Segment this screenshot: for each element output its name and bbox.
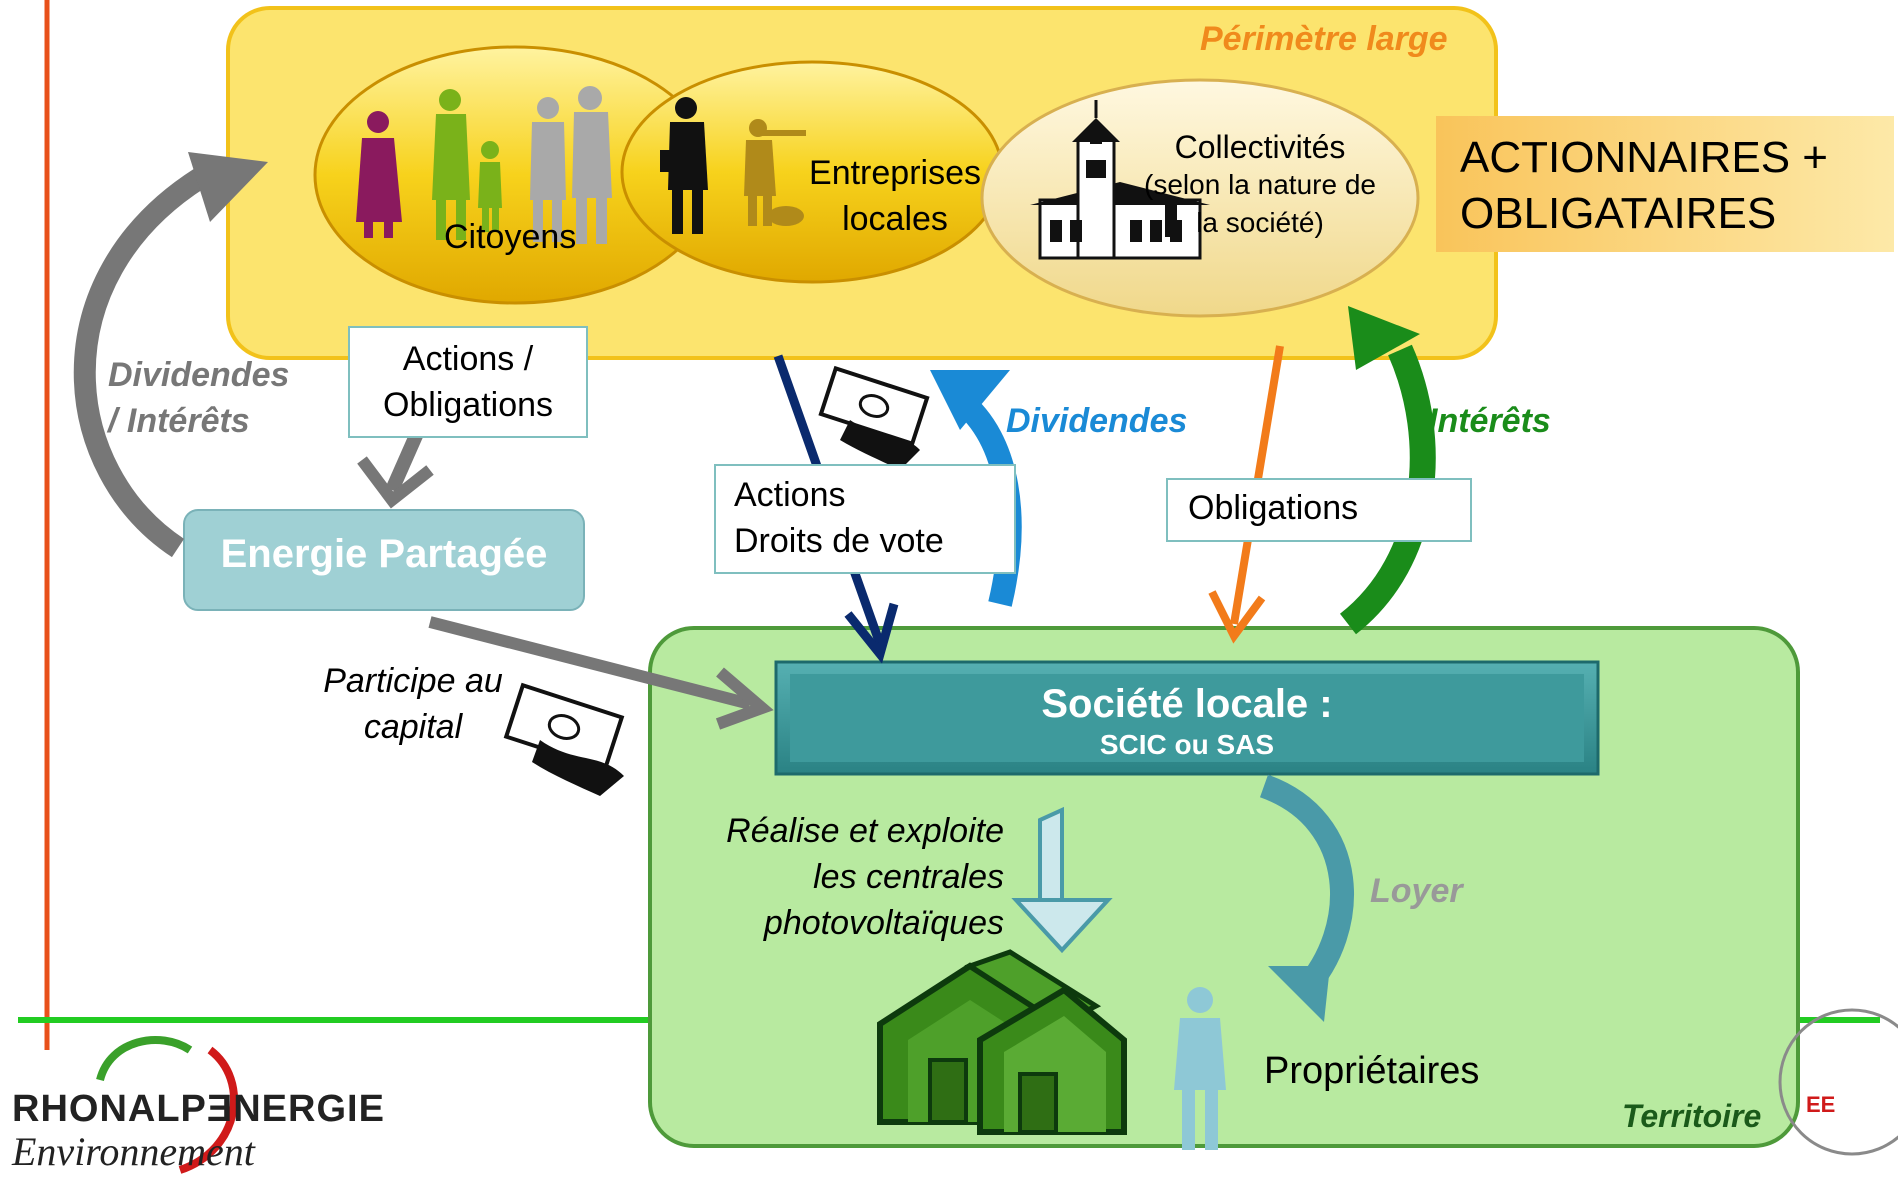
actions-droits-line2: Droits de vote (734, 522, 944, 560)
actionnaires-label: ACTIONNAIRES + OBLIGATAIRES (1460, 130, 1828, 242)
actionnaires-box (1436, 116, 1894, 252)
dividendes-interets-arrow (73, 168, 206, 558)
actionnaires-line1: ACTIONNAIRES + (1460, 133, 1828, 182)
dividendes-interets-line2: / Intérêts (108, 402, 250, 440)
perimetre-large-title: Périmètre large (1200, 20, 1448, 58)
collectivites-label: Collectivités (selon la nature de la soc… (1120, 128, 1400, 242)
entreprises-label: Entreprises locales (790, 150, 1000, 242)
interets-label: Intérêts (1428, 402, 1551, 440)
money-hand-icon-2 (503, 682, 625, 796)
territoire-label: Territoire (1622, 1098, 1762, 1134)
realise-line2: les centrales (813, 858, 1004, 896)
collectivites-line2: (selon la nature de (1144, 169, 1376, 200)
actions-obligations-line1: Actions / (402, 340, 534, 378)
proprietaires-label: Propriétaires (1264, 1050, 1480, 1092)
citizens-icon (356, 86, 612, 244)
owner-person-icon (1174, 987, 1226, 1150)
societe-title: Société locale : (1041, 682, 1333, 726)
actionnaires-line2: OBLIGATAIRES (1460, 189, 1777, 238)
participe-label: Participe au capital (308, 658, 518, 750)
citoyens-label: Citoyens (444, 218, 577, 256)
participe-arrow (428, 616, 752, 710)
obligations-box: Obligations (1166, 478, 1472, 542)
realise-line1: Réalise et exploite (726, 812, 1004, 850)
town-hall-icon (1030, 100, 1210, 260)
logo-title: RHONALPƎNERGIE (12, 1088, 385, 1130)
participe-line1: Participe au (323, 662, 503, 700)
realise-line3: photovoltaïques (763, 904, 1004, 942)
entreprises-line2: locales (842, 200, 948, 238)
collectivites-line3: la société) (1196, 207, 1324, 238)
actions-droits-box: Actions Droits de vote (714, 464, 1016, 574)
loyer-arrow (1259, 774, 1354, 999)
actions-obligations-line2: Obligations (382, 386, 554, 424)
societe-inner (790, 674, 1584, 762)
workers-icon (660, 97, 806, 234)
actions-droits-line1: Actions (734, 476, 846, 514)
collectivites-line1: Collectivités (1174, 129, 1346, 165)
societe-subtitle: SCIC ou SAS (1099, 729, 1275, 760)
houses-icon (877, 949, 1127, 1135)
energie-partagee-box (183, 509, 585, 611)
svg-text:EE: EE (1806, 1092, 1835, 1117)
logo-subtitle: Environnement (12, 1129, 255, 1174)
dividendes-interets-line1: Dividendes (108, 356, 290, 394)
realise-label: Réalise et exploite les centrales photov… (684, 808, 1004, 946)
participe-line2: capital (363, 708, 463, 746)
energie-partagee-label: Energie Partagée (220, 532, 548, 576)
actions-obligations-box: Actions / Obligations (348, 326, 588, 438)
entreprises-line1: Entreprises (809, 154, 981, 192)
loyer-label: Loyer (1370, 872, 1463, 910)
iso-seal: EE (1778, 1008, 1898, 1156)
dividendes-label: Dividendes (1006, 402, 1188, 440)
societe-label: Société locale : SCIC ou SAS (776, 680, 1598, 762)
dividendes-interets-label: Dividendes / Intérêts (108, 352, 289, 444)
money-hand-icon-1 (818, 365, 930, 470)
logo-swirl (96, 1036, 238, 1174)
